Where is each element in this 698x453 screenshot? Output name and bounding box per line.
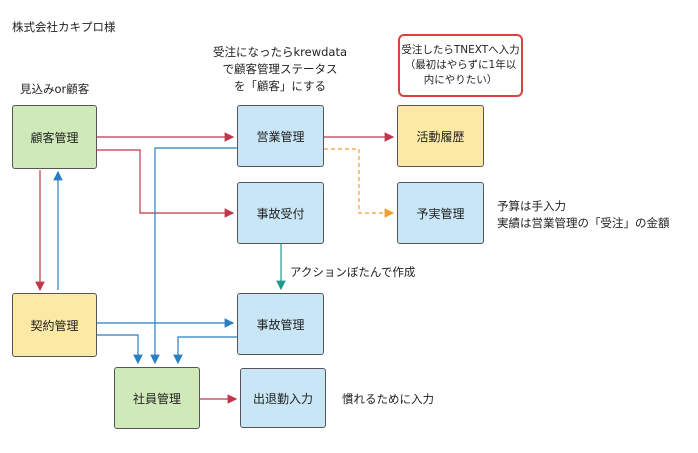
- action-note: アクションぼたんで作成: [290, 265, 416, 279]
- node-attendance[interactable]: 出退勤入力: [240, 368, 326, 428]
- callout-line: （最初はやらずに1年以: [404, 59, 517, 71]
- node-label: 活動履歴: [416, 129, 465, 144]
- callout-line: 内にやりたい）: [423, 74, 498, 86]
- callout-line: 受注したらTNEXTへ入力: [401, 44, 520, 56]
- node-label: 予実管理: [416, 206, 465, 221]
- edge-contract-to-employee: [97, 334, 143, 365]
- node-contract[interactable]: 契約管理: [12, 293, 97, 357]
- budget-note-line: 実績は営業管理の「受注」の金額: [497, 216, 670, 230]
- node-employee[interactable]: 社員管理: [114, 367, 200, 429]
- node-customer[interactable]: 顧客管理: [12, 105, 97, 169]
- node-label: 契約管理: [30, 318, 79, 333]
- node-budget-actual[interactable]: 予実管理: [397, 182, 484, 244]
- edge-customer-to-accident-reception: [97, 149, 235, 218]
- node-activity[interactable]: 活動履歴: [397, 105, 484, 167]
- node-sales[interactable]: 営業管理: [237, 105, 324, 167]
- top-note-line: で顧客管理ステータス: [222, 62, 338, 76]
- prospect-label: 見込みor顧客: [20, 82, 90, 96]
- edge-accident-to-employee: [173, 336, 237, 365]
- budget-note: 予算は手入力 実績は営業管理の「受注」の金額: [497, 198, 670, 232]
- tnext-callout: 受注したらTNEXTへ入力 （最初はやらずに1年以 内にやりたい）: [398, 34, 523, 97]
- edge-sales-to-budget: [324, 148, 395, 218]
- node-label: 事故受付: [256, 206, 305, 221]
- node-accident[interactable]: 事故管理: [237, 293, 324, 355]
- top-note: 受注になったらkrewdata で顧客管理ステータス を「顧客」にする: [200, 44, 360, 95]
- node-label: 顧客管理: [30, 130, 79, 145]
- node-label: 営業管理: [256, 129, 305, 144]
- node-label: 社員管理: [132, 391, 181, 406]
- top-note-line: 受注になったらkrewdata: [212, 45, 348, 59]
- budget-note-line: 予算は手入力: [497, 199, 566, 213]
- page-title: 株式会社カキプロ様: [12, 20, 116, 34]
- edge-sales-to-employee: [150, 147, 237, 365]
- top-note-line: を「顧客」にする: [233, 79, 327, 93]
- node-label: 出退勤入力: [252, 391, 313, 406]
- node-label: 事故管理: [256, 317, 305, 332]
- attendance-note: 慣れるために入力: [342, 392, 434, 406]
- node-accident-reception[interactable]: 事故受付: [237, 182, 324, 244]
